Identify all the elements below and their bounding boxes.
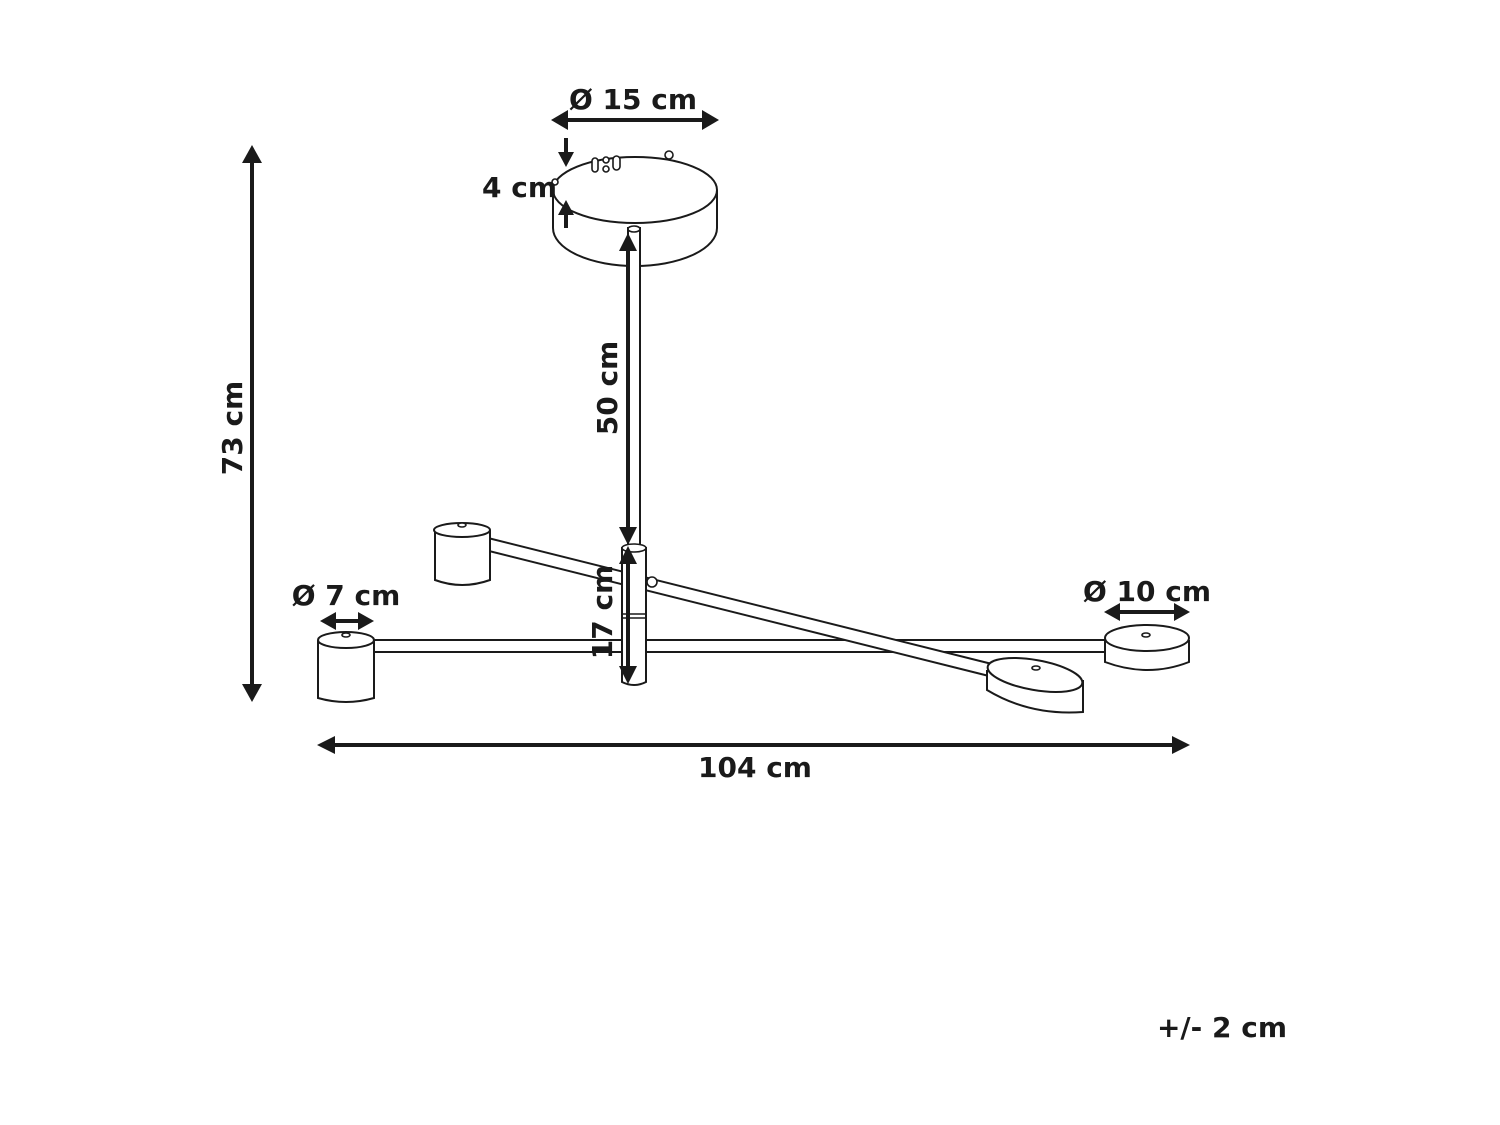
dim-total-height [242, 145, 262, 702]
label-canopy-diameter: Ø 15 cm [569, 83, 697, 116]
label-rod-length: 50 cm [591, 341, 624, 436]
arm-diagonal [473, 534, 1002, 680]
label-large-shade-diameter: Ø 10 cm [1083, 575, 1211, 608]
shade-lower-right [986, 657, 1084, 714]
dim-total-width [317, 736, 1190, 754]
dim-large-shade [1104, 603, 1190, 621]
shade-upper-left [433, 522, 491, 586]
shade-lower-left [317, 631, 375, 703]
lamp-drawing [317, 150, 1190, 714]
dimension-lines [242, 110, 1190, 754]
dimension-labels: Ø 15 cm 4 cm 73 cm 50 cm 17 cm Ø 7 cm Ø … [216, 83, 1287, 1044]
tolerance-note: +/- 2 cm [1157, 1011, 1287, 1044]
shade-right [1104, 624, 1190, 671]
dim-hub-height [619, 546, 637, 684]
label-hub-height: 17 cm [586, 565, 619, 660]
arm-horizontal [369, 639, 1111, 653]
label-total-width: 104 cm [698, 751, 812, 784]
dim-canopy-diameter [551, 110, 719, 130]
label-canopy-height: 4 cm [482, 171, 557, 204]
dim-small-shade [320, 612, 374, 630]
label-total-height: 73 cm [216, 381, 249, 476]
label-small-shade-diameter: Ø 7 cm [292, 579, 401, 612]
dim-rod-length [619, 233, 637, 545]
dim-canopy-height [558, 138, 574, 228]
